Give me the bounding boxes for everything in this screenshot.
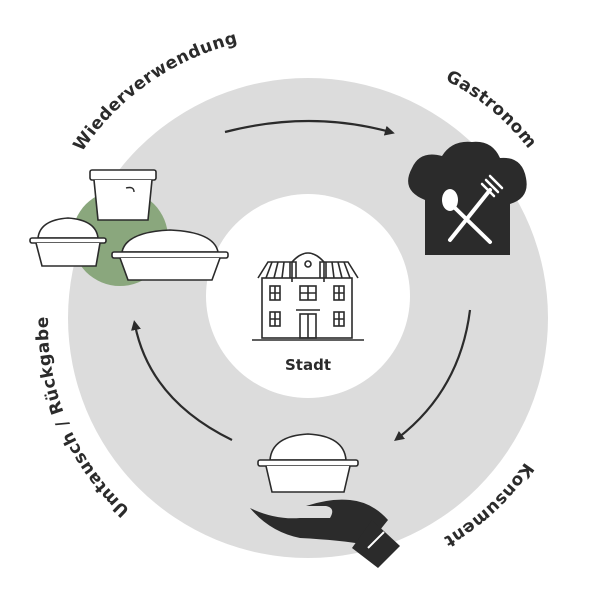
container-stack-icon: [29, 169, 229, 286]
arrow-top: [224, 119, 395, 136]
city-building-icon: [252, 252, 364, 341]
hand-with-box-icon: [250, 433, 400, 568]
arrow-right: [394, 309, 472, 442]
arrow-left: [131, 320, 233, 441]
chef-hat-icon: [408, 141, 527, 255]
center-label: Stadt: [285, 356, 331, 374]
